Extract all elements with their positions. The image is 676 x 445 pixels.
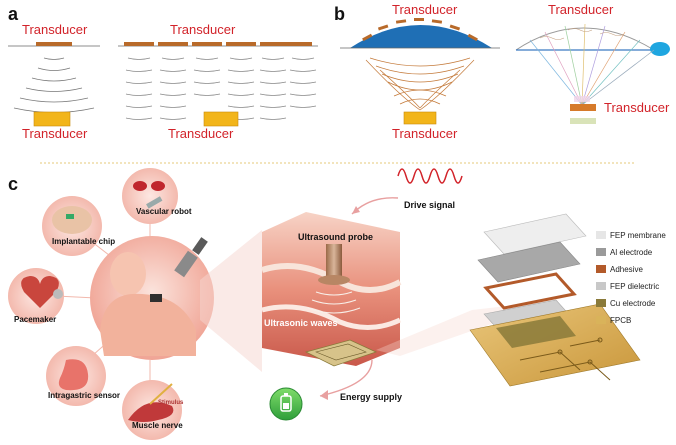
transducer-top-single-label: Transducer xyxy=(22,22,88,37)
label-intragastric: Intragastric sensor xyxy=(48,391,120,400)
phased-transducer xyxy=(570,104,596,111)
legend-swatch xyxy=(596,316,606,324)
phased-focus-zone xyxy=(574,96,590,102)
legend-label: FEP membrane xyxy=(610,231,666,240)
label-drive-signal: Drive signal xyxy=(404,200,455,210)
receiver-single xyxy=(34,112,70,126)
panel-c-letter: c xyxy=(8,174,18,194)
panel-b: b Transducer Transducer xyxy=(334,2,670,141)
transducer-top-single xyxy=(36,42,72,46)
label-implantable: Implantable chip xyxy=(52,237,115,246)
wavefronts-array xyxy=(126,58,316,120)
legend-label: FPCB xyxy=(610,316,631,325)
legend-label: Adhesive xyxy=(610,265,643,274)
zoom-cone xyxy=(200,230,262,372)
bubble-pacemaker: Pacemaker xyxy=(8,268,64,324)
legend-swatch xyxy=(596,248,606,256)
legend-swatch xyxy=(596,299,606,307)
transducer-array xyxy=(124,42,312,46)
legend-label: Al electrode xyxy=(610,248,653,257)
transducer-top-array-label: Transducer xyxy=(170,22,236,37)
legend-swatch xyxy=(596,265,606,273)
phased-rays xyxy=(530,24,654,105)
transducer-bottom-array-label: Transducer xyxy=(168,126,234,141)
label-ultrasound-probe: Ultrasound probe xyxy=(298,232,373,242)
label-muscle-nerve: Muscle nerve xyxy=(132,421,183,430)
label-pacemaker: Pacemaker xyxy=(14,315,56,324)
wavefronts-single xyxy=(14,58,94,113)
transducer-bottom-curved-label: Transducer xyxy=(392,126,458,141)
focused-wavefronts xyxy=(366,58,474,110)
panel-a: a Transducer Transducer Transducer xyxy=(8,4,318,141)
energy-supply-icon xyxy=(270,388,302,420)
bubble-implantable-chip: Implantable chip xyxy=(42,196,115,256)
legend-label: FEP dielectric xyxy=(610,282,659,291)
drive-signal-arrowhead xyxy=(352,206,360,214)
bubble-muscle-nerve: Stimulus Muscle nerve xyxy=(122,380,184,440)
label-energy-supply: Energy supply xyxy=(340,392,402,402)
transducer-top-curved-label: Transducer xyxy=(392,2,458,17)
phased-source-node xyxy=(650,42,670,56)
transducer-top-phased-label: Transducer xyxy=(548,2,614,17)
phased-backing xyxy=(570,118,596,124)
label-vascular-robot: Vascular robot xyxy=(136,207,192,216)
panel-a-letter: a xyxy=(8,4,19,24)
energy-arrowhead xyxy=(320,390,328,400)
label-stimulus: Stimulus xyxy=(158,400,184,406)
legend-label: Cu electrode xyxy=(610,299,656,308)
transducer-right-phased-label: Transducer xyxy=(604,100,670,115)
receiver-array xyxy=(204,112,238,126)
drive-signal-wave xyxy=(398,169,462,183)
panel-c: c Implantable chip xyxy=(8,168,666,440)
legend-swatch xyxy=(596,282,606,290)
label-ultrasonic-waves: Ultrasonic waves xyxy=(264,318,338,328)
transducer-bottom-single-label: Transducer xyxy=(22,126,88,141)
panel-b-letter: b xyxy=(334,4,345,24)
legend-swatch xyxy=(596,231,606,239)
phased-wavelets xyxy=(540,29,624,40)
bubble-vascular-robot: Vascular robot xyxy=(122,168,192,224)
receiver-curved xyxy=(404,112,436,124)
